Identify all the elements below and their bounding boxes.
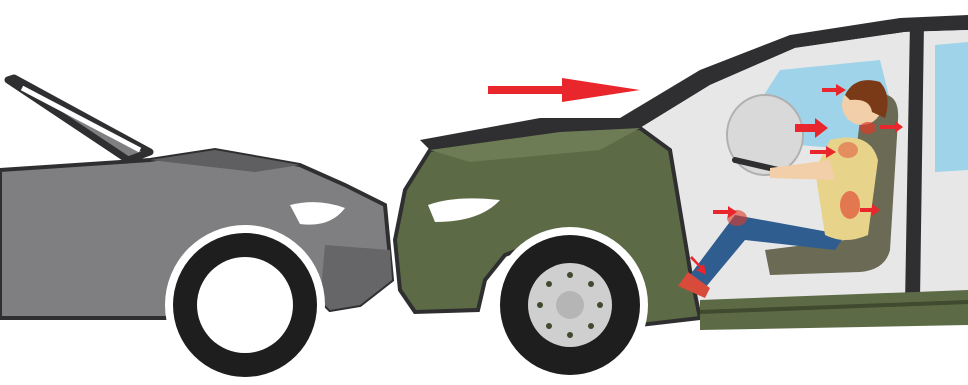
injury-chest-highlight xyxy=(838,142,858,158)
injury-neck-highlight xyxy=(860,122,876,134)
injury-hip-highlight xyxy=(840,191,860,219)
struck-car xyxy=(0,78,392,385)
striking-car-rear-window xyxy=(935,42,968,172)
striking-car-wheel xyxy=(492,227,648,383)
struck-car-wheel xyxy=(165,225,325,385)
right-arrow-icon xyxy=(488,78,640,102)
